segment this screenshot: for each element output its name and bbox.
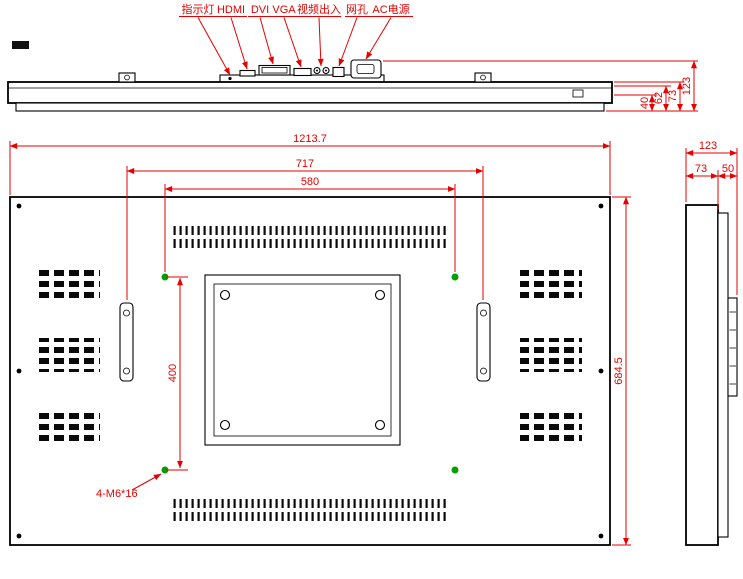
ext-lines-handle-span <box>126 166 484 300</box>
indicator-led <box>228 76 232 81</box>
handle-right <box>476 302 491 382</box>
dim-label-overall-height: 684.5 <box>613 357 625 385</box>
dim-label-side-depth-rear: 50 <box>722 163 734 175</box>
dim-label-depth-123: 123 <box>681 77 693 95</box>
hanger-ear-left-hole <box>124 74 130 81</box>
mount-screw-note: 4-M6*16 <box>96 488 138 500</box>
vent-band-top <box>172 224 448 250</box>
vent-band-bottom <box>172 499 448 525</box>
hanger-ear-left <box>118 72 136 83</box>
handle-left-screw-bottom <box>123 367 130 375</box>
side-connector-pins <box>729 311 736 385</box>
ir-window <box>572 89 584 98</box>
lan-port <box>332 66 345 78</box>
mount-hole-m6 <box>161 466 169 474</box>
vent-cluster-right-3 <box>520 408 582 442</box>
callout-leader-vga <box>283 17 302 68</box>
vesa-screw-hole <box>219 419 231 431</box>
vent-cluster-right-1 <box>520 268 582 302</box>
video-io-jack-1-pin <box>316 69 318 72</box>
mount-holes <box>161 273 459 474</box>
mount-screw-note-leader <box>131 473 162 491</box>
dim-label-vesa-width: 580 <box>301 176 319 188</box>
hanger-ear-right <box>474 72 492 83</box>
side-connector-block <box>727 297 738 397</box>
handle-left-screw-top <box>123 309 130 317</box>
vga-port <box>293 67 312 77</box>
side-view-body <box>685 204 719 546</box>
top-view-bottom-lip <box>15 102 605 112</box>
ext-lines-overall-width <box>9 141 611 195</box>
dim-label-handle-span: 717 <box>296 158 314 170</box>
hanger-ear-right-hole <box>480 74 486 81</box>
panel-screw <box>16 533 22 539</box>
dim-label-depth-73: 73 <box>667 90 679 102</box>
top-view-dimensions: 40 62 73 123 <box>383 60 698 112</box>
back-view-dimensions: 1213.7 717 580 400 684.5 4-M6*16 <box>9 133 631 546</box>
ac-power-inlet <box>350 59 382 79</box>
vesa-screw-hole <box>219 289 231 301</box>
hdmi-port <box>239 69 256 77</box>
callout-leader-hdmi <box>230 17 248 70</box>
top-view-chassis <box>7 81 613 104</box>
vent-cluster-right-2 <box>520 338 582 372</box>
dvi-port-inner <box>261 67 288 74</box>
panel-screw <box>598 368 604 374</box>
panel-screw <box>598 203 604 209</box>
panel-screws <box>16 203 604 539</box>
callout-leader-dvi <box>259 17 274 65</box>
side-view <box>685 204 738 546</box>
callout-leader-ac-power <box>365 17 392 60</box>
ac-power-inlet-inner <box>356 64 375 74</box>
dim-label-side-depth-front: 73 <box>695 163 707 175</box>
callout-leader-indicator <box>197 17 231 76</box>
mount-hole-m6 <box>161 273 169 281</box>
stamp-mark <box>12 41 29 49</box>
dim-label-vesa-height: 400 <box>167 364 179 382</box>
side-view-dimensions: 123 73 50 <box>685 140 738 295</box>
vent-cluster-left-1 <box>38 268 100 302</box>
panel-screw <box>598 533 604 539</box>
dim-label-depth-40: 40 <box>639 97 651 109</box>
vesa-screw-hole <box>374 419 386 431</box>
panel-screw <box>16 368 22 374</box>
callout-leader-lan <box>338 17 358 67</box>
callout-label-indicator: 指示灯 <box>182 2 215 16</box>
connector-cluster <box>219 59 385 83</box>
callout-label-video-io: 视频出入 <box>297 2 341 16</box>
ext-lines-vesa-width <box>164 184 456 272</box>
top-view-extension-lines <box>383 60 698 112</box>
handle-right-screw-bottom <box>480 367 487 375</box>
handle-right-screw-top <box>480 309 487 317</box>
callout-label-ac-power: AC电源 <box>372 2 409 16</box>
back-view <box>9 196 611 546</box>
top-view <box>7 41 613 112</box>
handle-left <box>119 302 134 382</box>
vesa-plate-outer <box>204 274 401 446</box>
vesa-plate-inner <box>213 283 392 437</box>
ext-lines-vesa-height <box>166 276 188 471</box>
callout-label-vga: VGA <box>272 4 296 16</box>
callout-label-hdmi: HDMI <box>217 4 245 16</box>
mount-hole-m6 <box>451 466 459 474</box>
dim-label-side-depth-total: 123 <box>699 140 717 152</box>
dvi-port <box>258 64 291 76</box>
dim-label-overall-width: 1213.7 <box>293 133 327 145</box>
vent-cluster-left-2 <box>38 338 100 372</box>
vent-cluster-left-3 <box>38 408 100 442</box>
callout-leader-video-io <box>317 17 324 67</box>
mount-hole-m6 <box>451 273 459 281</box>
callouts: 指示灯 HDMI DVI VGA 视频出入 网孔 AC电源 <box>179 2 413 76</box>
callout-label-dvi: DVI <box>251 4 269 16</box>
side-view-rear-box <box>717 212 729 538</box>
dim-label-depth-62: 62 <box>653 92 665 104</box>
video-io-jack-2-pin <box>325 69 327 72</box>
vesa-screw-hole <box>374 289 386 301</box>
callout-label-lan: 网孔 <box>346 3 368 16</box>
panel-screw <box>16 203 22 209</box>
